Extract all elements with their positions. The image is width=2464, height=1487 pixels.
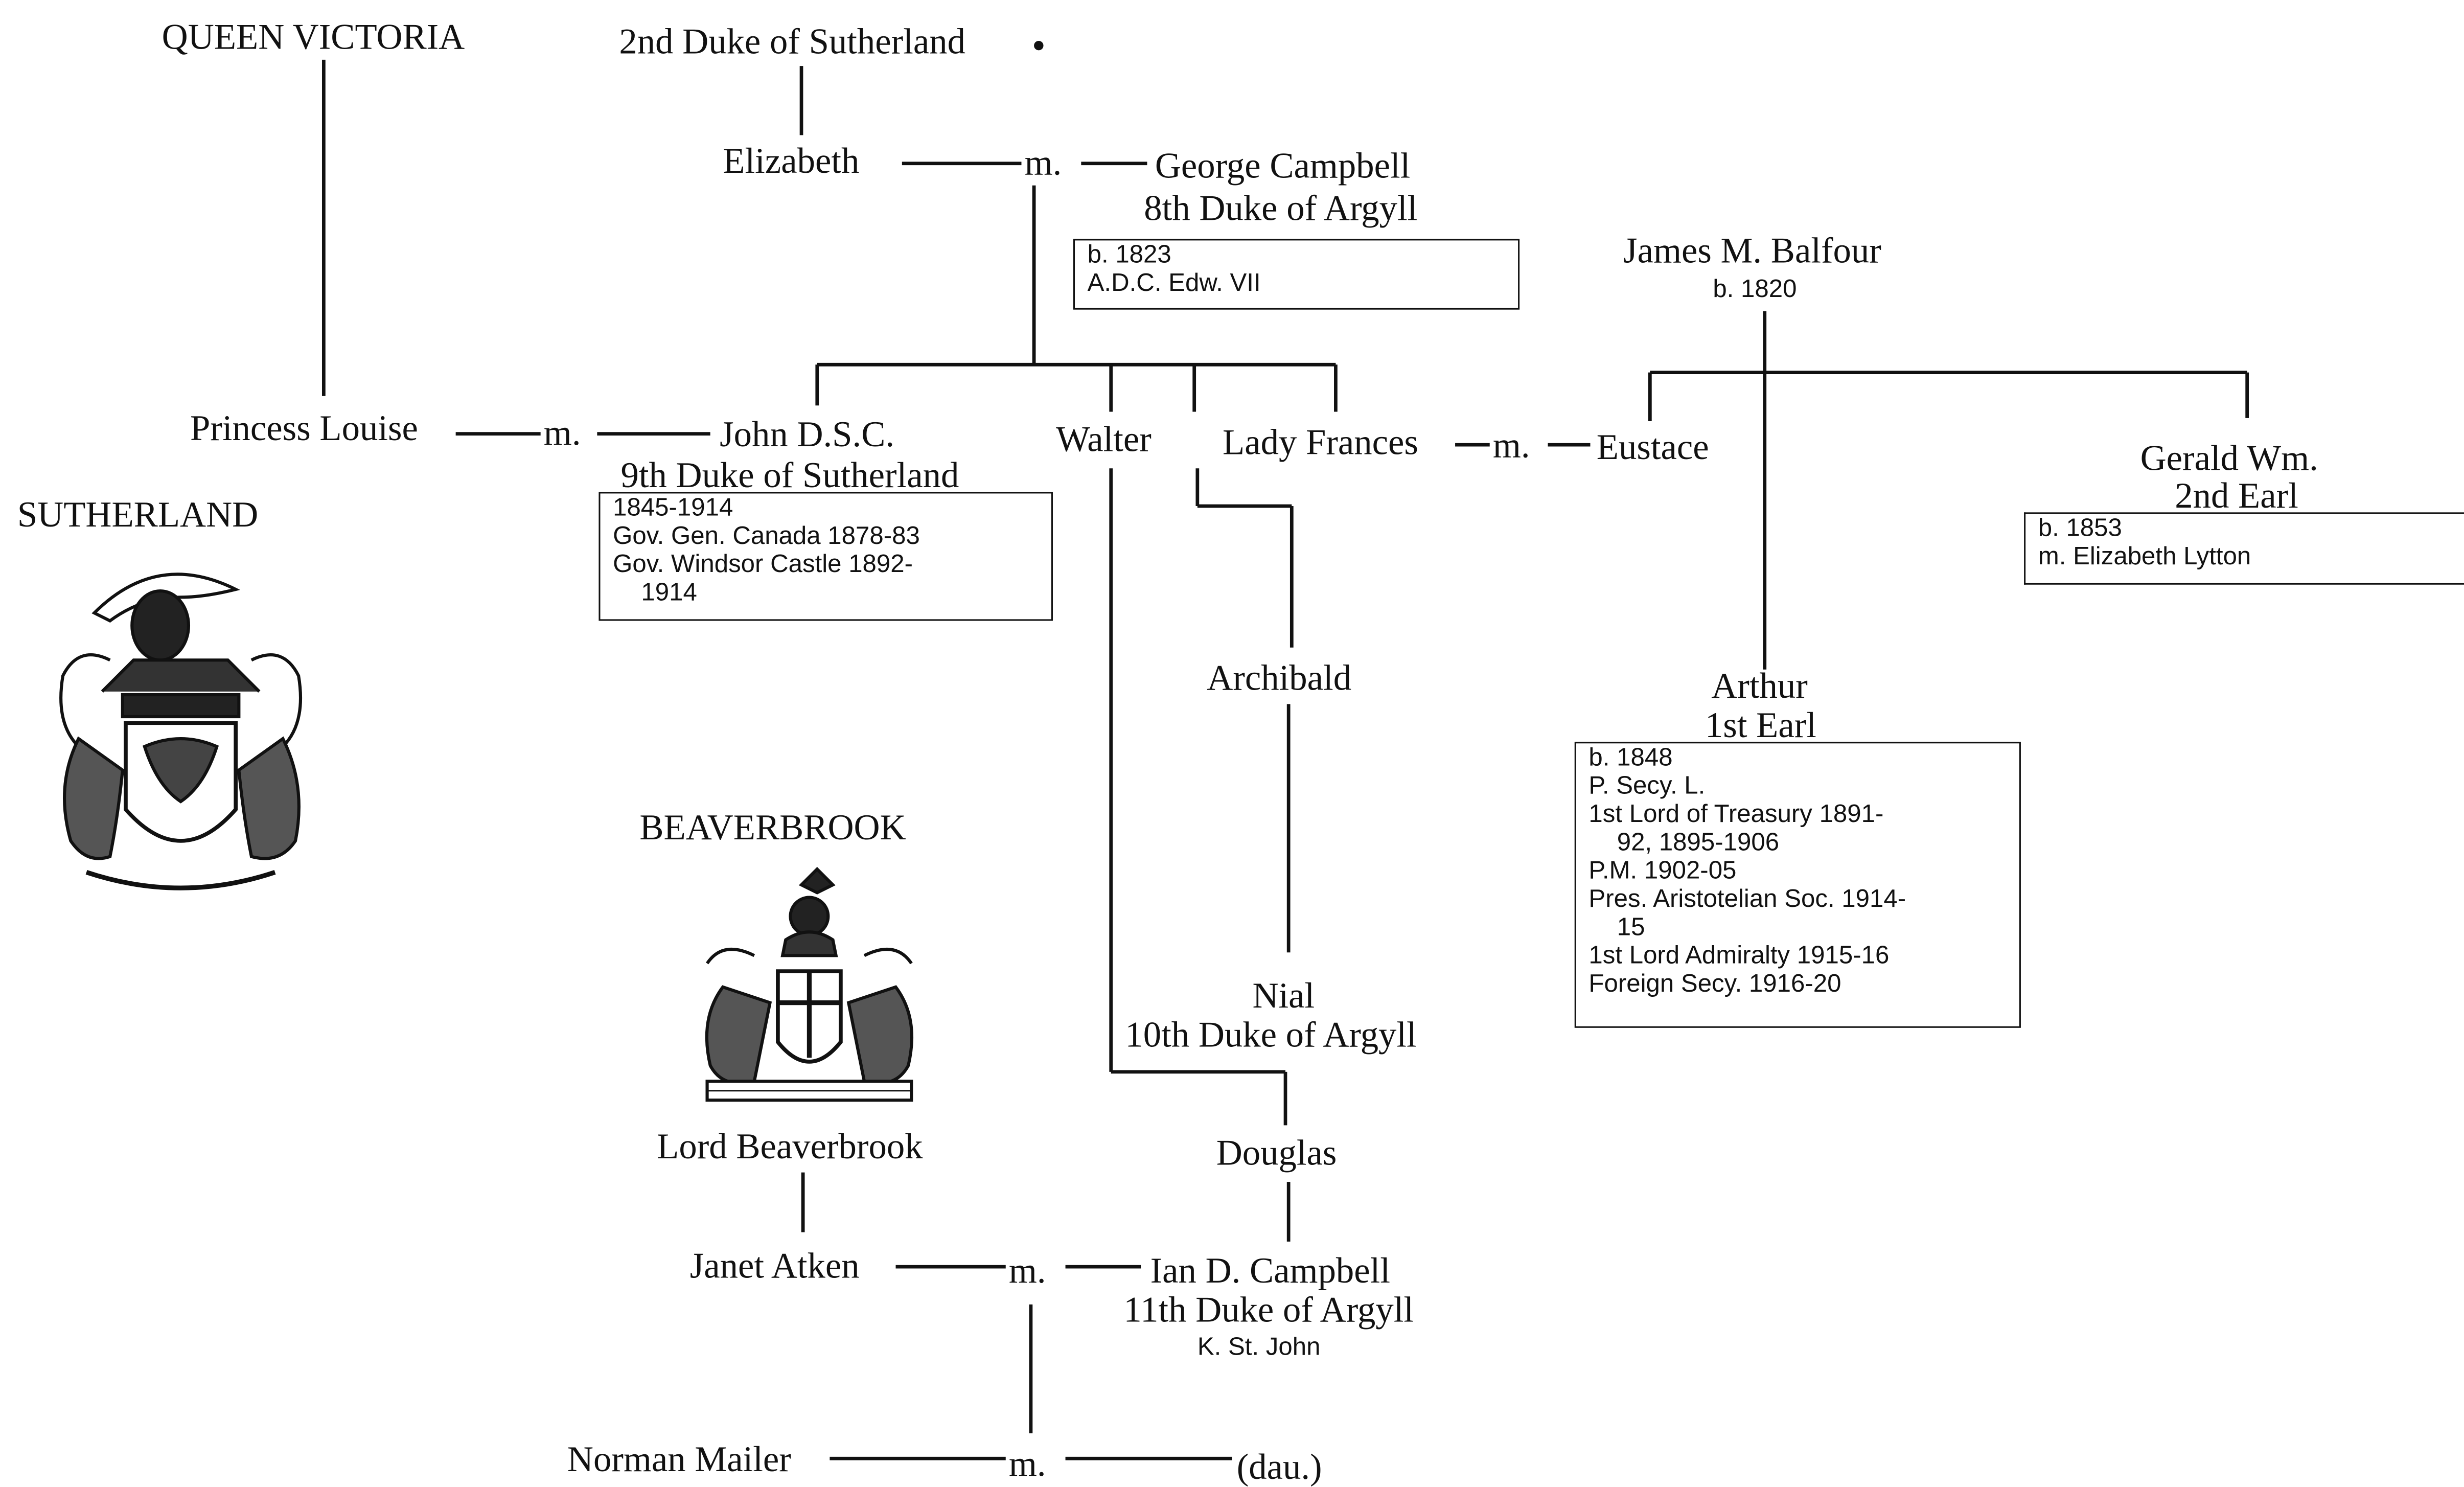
norman-mailer: Norman Mailer [567,1439,791,1479]
marriage-marker: m. [1492,426,1530,466]
douglas: Douglas [1216,1133,1337,1173]
george-title: 8th Duke of Argyll [1144,188,1418,228]
note-line: b. 1848 [1588,745,1673,772]
note-line: P. Secy. L. [1588,773,1706,800]
beaverbrook-heading: BEAVERBROOK [639,808,906,848]
marriage-marker: m. [1024,143,1062,182]
note-line: 92, 1895-1906 [1617,830,1780,857]
eustace: Eustace [1596,427,1709,467]
note-line: 15 [1617,914,1645,942]
note-line: 1914 [641,580,697,607]
princess-louise: Princess Louise [190,408,418,448]
duke2-sutherland: 2nd Duke of Sutherland [619,22,966,61]
note-line: 1st Lord of Treasury 1891- [1588,802,1884,829]
lord-beaverbrook: Lord Beaverbrook [657,1127,923,1166]
sutherland-heading: SUTHERLAND [17,495,259,535]
note-line: b. 1853 [2038,515,2122,542]
beaverbrook-coat-of-arms-icon [705,866,914,1102]
note-line: b. 1823 [1087,242,1171,269]
george-note-box: b. 1823 A.D.C. Edw. VII [1073,239,1520,310]
lady-frances: Lady Frances [1223,423,1418,462]
note-line: 1845-1914 [613,495,733,522]
george-campbell: George Campbell [1155,146,1411,186]
arthur-title: 1st Earl [1705,705,1816,745]
note-line: 1st Lord Admiralty 1915-16 [1588,943,1890,970]
note-line: Foreign Secy. 1916-20 [1588,971,1841,998]
nial: Nial [1252,976,1315,1016]
bullet-dot-icon [1034,40,1044,51]
john-title: 9th Duke of Sutherland [620,455,959,495]
gerald-title: 2nd Earl [2175,476,2298,516]
note-line: P.M. 1902-05 [1588,858,1737,885]
marriage-marker: m. [1008,1251,1046,1291]
note-line: m. Elizabeth Lytton [2038,543,2251,571]
gerald-note-box: b. 1853 m. Elizabeth Lytton [2024,512,2464,585]
walter: Walter [1056,419,1152,459]
ian-title: 11th Duke of Argyll [1123,1290,1414,1330]
nial-title: 10th Duke of Argyll [1125,1015,1417,1055]
note-line: Pres. Aristotelian Soc. 1914- [1588,886,1906,913]
gerald-wm: Gerald Wm. [2140,438,2318,478]
marriage-marker: m. [543,413,581,453]
daughter: (dau.) [1236,1447,1322,1487]
john-note-box: 1845-1914 Gov. Gen. Canada 1878-83 Gov. … [598,492,1053,621]
arthur: Arthur [1711,666,1808,706]
note-line: Gov. Windsor Castle 1892- [613,552,913,579]
ian-note: K. St. John [1197,1334,1321,1361]
john-dsc: John D.S.C. [720,415,895,454]
james-born: b. 1820 [1713,277,1797,304]
elizabeth: Elizabeth [723,141,860,181]
archibald: Archibald [1207,658,1352,698]
marriage-marker: m. [1008,1444,1046,1484]
queen-victoria: QUEEN VICTORIA [162,17,465,57]
ian-campbell: Ian D. Campbell [1150,1251,1390,1291]
arthur-note-box: b. 1848 P. Secy. L. 1st Lord of Treasury… [1574,742,2021,1028]
note-line: A.D.C. Edw. VII [1087,270,1261,298]
note-line: Gov. Gen. Canada 1878-83 [613,523,920,551]
sutherland-coat-of-arms-icon [59,573,303,890]
james-balfour: James M. Balfour [1623,231,1881,270]
janet-atken: Janet Atken [689,1246,860,1286]
